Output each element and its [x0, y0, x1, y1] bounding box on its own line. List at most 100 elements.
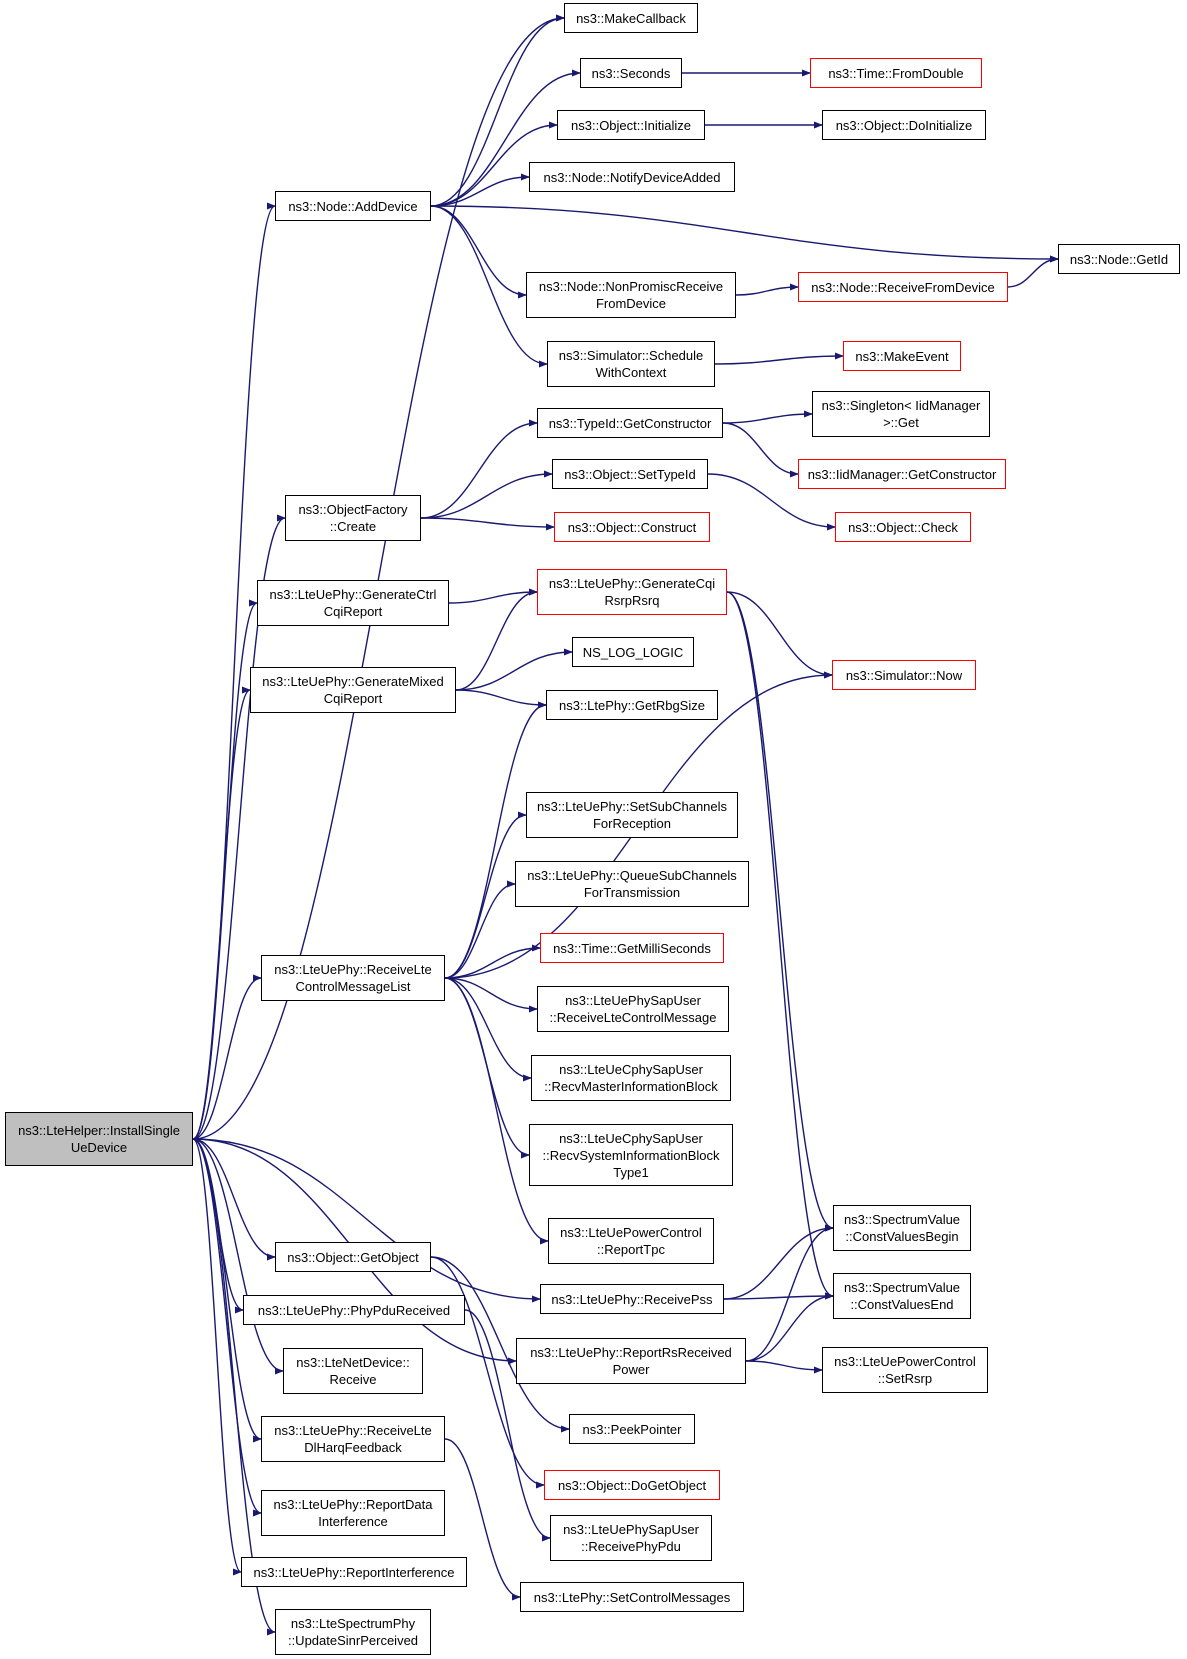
function-node[interactable]: ns3::TypeId::GetConstructor	[537, 408, 723, 438]
edge-genCtrl-to-genCqiRsrp	[448, 588, 538, 604]
edge-recvLteCtrl-to-recvMib	[444, 977, 532, 1082]
function-node[interactable]: ns3::IidManager::GetConstructor	[798, 459, 1006, 489]
function-node[interactable]: ns3::Node::AddDevice	[275, 191, 431, 221]
edge-recvFromDev-to-getId	[1007, 255, 1059, 288]
edge-genMixed-to-nsLog	[455, 648, 573, 691]
function-node[interactable]: ns3::Object::Construct	[554, 512, 710, 542]
edge-root-to-netDevRecv	[192, 1138, 284, 1375]
function-node[interactable]: ns3::LteUePowerControl ::ReportTpc	[548, 1218, 714, 1264]
edge-recvLteCtrl-to-getMilli	[444, 944, 541, 979]
edge-root-to-genMixed	[192, 686, 251, 1140]
function-node[interactable]: ns3::PeekPointer	[569, 1414, 695, 1444]
function-node[interactable]: ns3::LteUeCphySapUser ::RecvSystemInform…	[529, 1124, 733, 1186]
edge-nonPromisc-to-recvFromDev	[735, 283, 799, 296]
function-node[interactable]: ns3::Object::DoGetObject	[544, 1470, 720, 1500]
function-node[interactable]: ns3::Seconds	[580, 58, 682, 88]
function-node[interactable]: ns3::Object::DoInitialize	[822, 110, 986, 140]
edge-schedCtx-to-makeEvent	[714, 352, 844, 365]
edge-reportRs-to-cvEnd	[745, 1292, 834, 1362]
edge-dlHarq-to-setCtrlMsg	[444, 1438, 521, 1601]
edge-root-to-dlHarq	[192, 1138, 262, 1443]
edge-objFactory-to-getCtor	[420, 419, 538, 519]
function-node[interactable]: ns3::LteUeCphySapUser ::RecvMasterInform…	[531, 1055, 731, 1101]
function-node[interactable]: ns3::Object::SetTypeId	[552, 459, 708, 489]
function-node[interactable]: ns3::LtePhy::GetRbgSize	[546, 690, 718, 720]
edge-root-to-reportInt	[192, 1138, 242, 1576]
edge-recvLteCtrl-to-queueSubCh	[444, 880, 516, 979]
edge-recvLteCtrl-to-setSubCh	[444, 811, 527, 979]
edge-addDevice-to-seconds	[430, 69, 581, 207]
edge-genCqiRsrp-to-cvEnd	[726, 591, 834, 1300]
function-node[interactable]: ns3::Time::FromDouble	[810, 58, 982, 88]
function-node[interactable]: ns3::Node::NotifyDeviceAdded	[529, 162, 735, 192]
function-node[interactable]: ns3::LteUePowerControl ::SetRsrp	[822, 1347, 988, 1393]
edge-recvLteCtrl-to-rbgSize	[444, 701, 547, 979]
edge-addDevice-to-makeCallback	[430, 14, 565, 207]
function-node[interactable]: ns3::LteUePhy::QueueSubChannels ForTrans…	[515, 861, 749, 907]
function-node[interactable]: ns3::LteUePhy::SetSubChannels ForRecepti…	[526, 792, 738, 838]
edge-genCqiRsrp-to-simNow	[726, 591, 833, 679]
function-node[interactable]: ns3::LteUePhy::ReportRsReceived Power	[516, 1338, 746, 1384]
function-node[interactable]: ns3::LteUePhy::ReportInterference	[241, 1557, 467, 1587]
function-node[interactable]: ns3::LteUePhy::ReceiveLte ControlMessage…	[261, 955, 445, 1001]
function-node[interactable]: ns3::Node::NonPromiscReceive FromDevice	[526, 272, 736, 318]
edge-root-to-recvPss	[192, 1138, 541, 1303]
edge-getObject-to-doGetObj	[430, 1256, 545, 1489]
function-node[interactable]: ns3::LteNetDevice:: Receive	[283, 1348, 423, 1394]
root-node: ns3::LteHelper::InstallSingle UeDevice	[5, 1112, 193, 1166]
edge-root-to-reportData	[192, 1138, 262, 1517]
function-node[interactable]: ns3::MakeCallback	[564, 3, 698, 33]
function-node[interactable]: ns3::SpectrumValue ::ConstValuesEnd	[833, 1273, 971, 1319]
edge-getCtor-to-iidCtor	[722, 422, 799, 478]
edge-recvPss-to-cvEnd	[723, 1292, 834, 1300]
edge-addDevice-to-objInit	[430, 121, 558, 207]
function-node[interactable]: ns3::LteUePhy::ReportData Interference	[261, 1490, 445, 1536]
function-node[interactable]: ns3::LteUePhySapUser ::ReceivePhyPdu	[550, 1515, 712, 1561]
edge-genMixed-to-genCqiRsrp	[455, 588, 538, 691]
function-node[interactable]: ns3::LteUePhy::GenerateCtrl CqiReport	[257, 580, 449, 626]
function-node[interactable]: ns3::LteUePhy::GenerateMixed CqiReport	[250, 667, 456, 713]
function-node[interactable]: ns3::LteUePhySapUser ::ReceiveLteControl…	[537, 986, 729, 1032]
edge-recvPss-to-cvBegin	[723, 1224, 834, 1300]
function-node[interactable]: ns3::Simulator::Schedule WithContext	[547, 341, 715, 387]
function-node[interactable]: ns3::MakeEvent	[843, 341, 961, 371]
function-node[interactable]: ns3::Simulator::Now	[832, 660, 976, 690]
edge-getObject-to-peek	[430, 1256, 570, 1433]
edge-reportRs-to-cvBegin	[745, 1224, 834, 1362]
function-node[interactable]: ns3::LteUePhy::ReceiveLte DlHarqFeedback	[261, 1416, 445, 1462]
function-node[interactable]: ns3::ObjectFactory ::Create	[285, 495, 421, 541]
edge-addDevice-to-nonPromisc	[430, 205, 527, 299]
edge-reportRs-to-setRsrp	[745, 1360, 823, 1374]
function-node[interactable]: ns3::LteUePhy::ReceivePss	[540, 1284, 724, 1314]
function-node[interactable]: NS_LOG_LOGIC	[572, 637, 694, 667]
function-node[interactable]: ns3::Node::ReceiveFromDevice	[798, 272, 1008, 302]
edge-recvLteCtrl-to-sapRecvCtrl	[444, 977, 538, 1013]
edge-root-to-updSinr	[192, 1138, 276, 1636]
edge-getCtor-to-singleton	[722, 410, 813, 424]
function-node[interactable]: ns3::LteUePhy::PhyPduReceived	[243, 1295, 465, 1325]
edge-addDevice-to-notifyAdded	[430, 173, 530, 207]
function-node[interactable]: ns3::Time::GetMilliSeconds	[540, 933, 724, 963]
function-node[interactable]: ns3::LtePhy::SetControlMessages	[520, 1582, 744, 1612]
function-node[interactable]: ns3::Object::Check	[835, 512, 971, 542]
function-node[interactable]: ns3::SpectrumValue ::ConstValuesBegin	[833, 1205, 971, 1251]
edge-phyPdu-to-sapRecvPdu	[464, 1309, 551, 1542]
function-node[interactable]: ns3::Object::GetObject	[275, 1242, 431, 1272]
edge-root-to-getObject	[192, 1138, 276, 1261]
edge-genCqiRsrp-to-cvBegin	[726, 591, 834, 1232]
function-node[interactable]: ns3::LteSpectrumPhy ::UpdateSinrPerceive…	[275, 1609, 431, 1655]
edge-addDevice-to-schedCtx	[430, 205, 548, 368]
function-node[interactable]: ns3::Object::Initialize	[557, 110, 705, 140]
function-node[interactable]: ns3::Singleton< IidManager >::Get	[812, 391, 990, 437]
edge-recvLteCtrl-to-reportTpc	[444, 977, 549, 1245]
edge-setTypeId-to-objCheck	[707, 473, 836, 531]
edge-root-to-objFactory	[192, 514, 286, 1140]
edge-addDevice-to-getId	[430, 205, 1059, 263]
edge-genMixed-to-rbgSize	[455, 689, 547, 709]
edge-root-to-makeCallback	[192, 14, 565, 1140]
edge-objFactory-to-setTypeId	[420, 470, 553, 519]
function-node[interactable]: ns3::LteUePhy::GenerateCqi RsrpRsrq	[537, 569, 727, 615]
function-node[interactable]: ns3::Node::GetId	[1058, 244, 1180, 274]
